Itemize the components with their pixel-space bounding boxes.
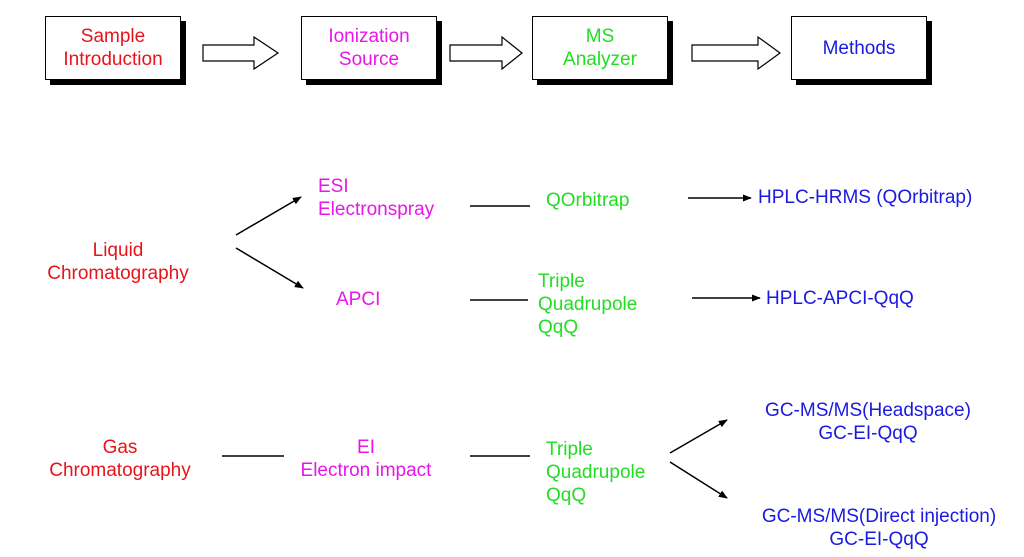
ei-label-line2: Electron impact <box>300 460 432 481</box>
gc-qqq-line3: QqQ <box>546 485 587 506</box>
ionization-box-line1: Ionization <box>328 26 410 47</box>
liquid-chromatography-label: Liquid Chromatography <box>36 239 200 285</box>
gc-triple-quadrupole-label: Triple Quadrupole QqQ <box>546 438 645 507</box>
lc-qqq-line3: QqQ <box>538 317 579 338</box>
ionization-source-box: Ionization Source <box>301 16 437 80</box>
ionization-box-line2: Source <box>338 49 400 70</box>
gc-direct-line2: GC-EI-QqQ <box>829 529 929 550</box>
block-arrow-2 <box>449 35 523 71</box>
gas-chromatography-label: Gas Chromatography <box>40 436 200 482</box>
hplc-hrms-line1: HPLC-HRMS (QOrbitrap) <box>758 187 973 208</box>
gas-label-line1: Gas <box>102 437 138 458</box>
block-arrow-3 <box>691 35 782 71</box>
gc-direct-injection-method-label: GC-MS/MS(Direct injection) GC-EI-QqQ <box>743 505 1015 551</box>
gc-qqq-line2: Quadrupole <box>546 462 646 483</box>
gc-headspace-method-label: GC-MS/MS(Headspace) GC-EI-QqQ <box>740 399 996 445</box>
esi-label: ESI Electronspray <box>318 175 434 221</box>
arrow-qqq-to-direct <box>669 461 728 499</box>
ei-label: EI Electron impact <box>286 436 446 482</box>
apci-label-line1: APCI <box>336 289 381 310</box>
arrow-lc-to-esi <box>235 196 302 236</box>
hplc-apci-method-label: HPLC-APCI-QqQ <box>766 287 914 310</box>
analyzer-box-line1: MS <box>585 26 615 47</box>
liquid-label-line2: Chromatography <box>47 263 189 284</box>
gc-direct-line1: GC-MS/MS(Direct injection) <box>761 506 997 527</box>
analyzer-box-line2: Analyzer <box>563 49 637 70</box>
gc-headspace-line1: GC-MS/MS(Headspace) <box>765 400 971 421</box>
lc-triple-quadrupole-label: Triple Quadrupole QqQ <box>538 270 637 339</box>
hplc-apci-line1: HPLC-APCI-QqQ <box>766 288 914 309</box>
ms-analyzer-box: MS Analyzer <box>532 16 668 80</box>
gas-label-line2: Chromatography <box>49 460 191 481</box>
arrow-lc-to-apci <box>235 247 304 289</box>
esi-label-line2: Electronspray <box>318 199 435 220</box>
ei-label-line1: EI <box>357 437 375 458</box>
lc-qqq-line2: Quadrupole <box>538 294 638 315</box>
gc-qqq-line1: Triple <box>546 439 593 460</box>
apci-label: APCI <box>336 288 380 311</box>
esi-label-line1: ESI <box>318 176 349 197</box>
sample-box-line2: Introduction <box>63 49 163 70</box>
sample-introduction-box: Sample Introduction <box>45 16 181 80</box>
methods-box: Methods <box>791 16 927 80</box>
liquid-label-line1: Liquid <box>92 240 144 261</box>
lc-qqq-line1: Triple <box>538 271 585 292</box>
hplc-hrms-method-label: HPLC-HRMS (QOrbitrap) <box>758 186 972 209</box>
block-arrow-1 <box>202 35 280 71</box>
sample-box-line1: Sample <box>80 26 146 47</box>
qorbitrap-label: QOrbitrap <box>546 189 629 212</box>
gc-headspace-line2: GC-EI-QqQ <box>818 423 918 444</box>
arrow-qqq-to-headspace <box>669 419 728 454</box>
qorbitrap-label-line1: QOrbitrap <box>546 190 630 211</box>
methods-box-line1: Methods <box>822 37 896 59</box>
